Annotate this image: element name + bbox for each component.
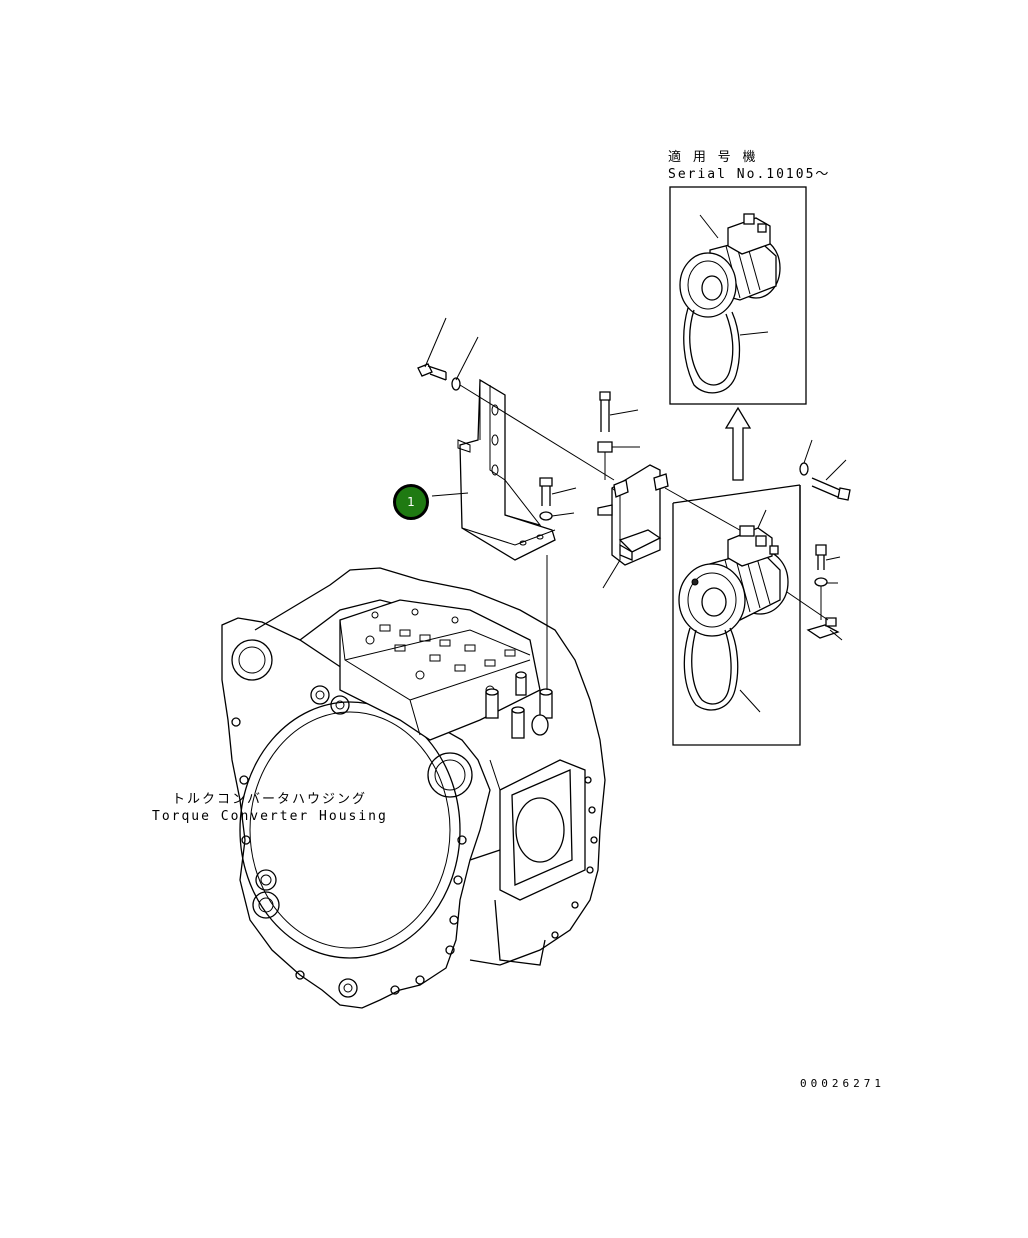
torque-converter-housing bbox=[221, 567, 606, 1009]
part-callout-1[interactable]: 1 bbox=[393, 484, 429, 520]
serial-applicability-label: Serial No.10105～ bbox=[668, 167, 831, 182]
serial-applicability-label-jp: 適 用 号 機 bbox=[668, 150, 758, 165]
housing-label-jp: トルクコンバータハウジング bbox=[172, 792, 368, 807]
mounting-bracket bbox=[431, 378, 556, 690]
housing-label-en: Torque Converter Housing bbox=[152, 809, 388, 824]
compressor-view-current bbox=[672, 484, 801, 746]
compressor-bracket bbox=[597, 464, 746, 589]
figure-id: 00026271 bbox=[800, 1077, 885, 1090]
compressor-view-serial-variant bbox=[669, 186, 807, 405]
right-side-hardware bbox=[783, 439, 851, 641]
bolt-washer-hardware bbox=[417, 317, 640, 521]
transition-arrow bbox=[724, 406, 752, 481]
